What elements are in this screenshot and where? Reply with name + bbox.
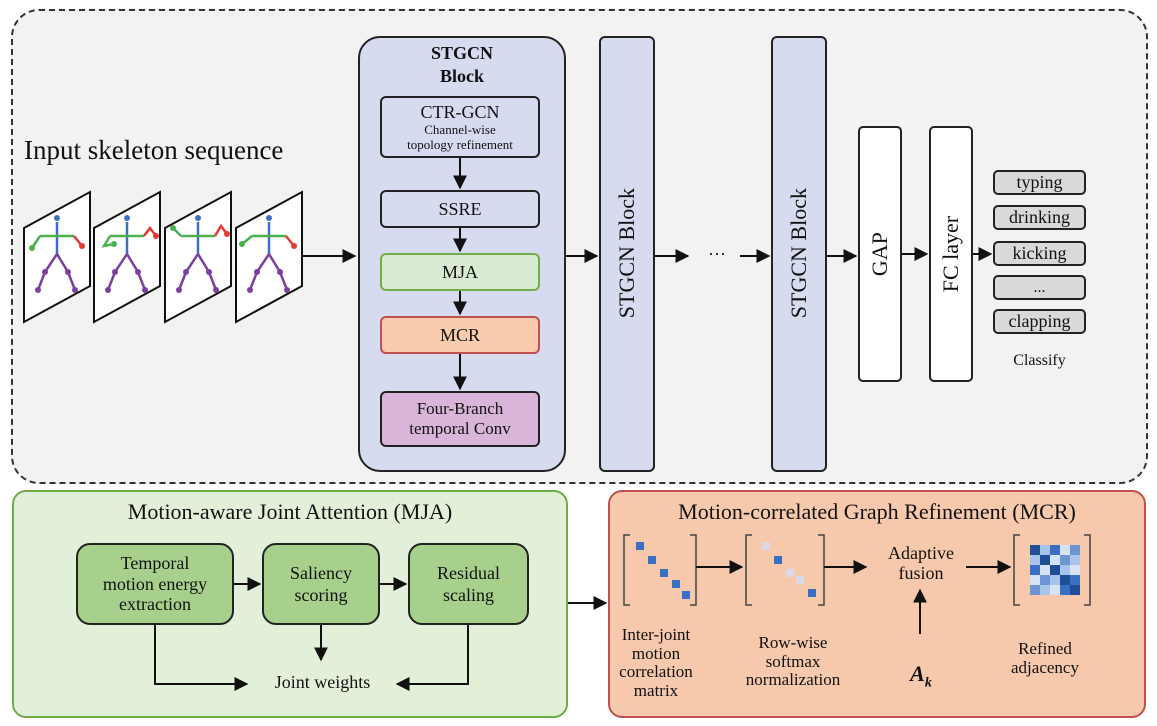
temporal-conv-box: Four-Branch temporal Conv xyxy=(380,391,540,447)
skeleton-frames xyxy=(23,190,303,324)
saliency-box: Saliency scoring xyxy=(262,543,380,625)
temporal-conv-label: Four-Branch temporal Conv xyxy=(409,399,511,438)
top-arrows xyxy=(302,158,993,391)
class-typing: typing xyxy=(993,170,1086,195)
skeleton-frame-4 xyxy=(235,190,303,324)
fc-block xyxy=(929,126,973,382)
residual-box: Residual scaling xyxy=(408,543,529,625)
gap-block xyxy=(858,126,902,382)
class-kicking-label: kicking xyxy=(1012,243,1067,263)
correlation-matrix-caption: Inter-joint motion correlation matrix xyxy=(619,625,693,701)
adaptive-fusion-label: Adaptive fusion xyxy=(888,543,954,583)
correlation-matrix xyxy=(623,534,697,606)
mcr-box-label: MCR xyxy=(439,324,481,345)
motion-energy-label: Temporal motion energy extraction xyxy=(102,552,208,615)
residual-label: Residual scaling xyxy=(437,562,500,606)
ctr-gcn-sublabel: Channel-wise topology refinement xyxy=(407,122,513,152)
ellipsis: ··· xyxy=(708,244,726,264)
mcr-arrows xyxy=(696,560,1012,634)
class-typing-label: typing xyxy=(1016,172,1063,192)
class-kicking: kicking xyxy=(993,241,1086,266)
motion-energy-box: Temporal motion energy extraction xyxy=(76,543,234,625)
mcr-graphics xyxy=(623,534,1091,634)
skeleton-frame-1 xyxy=(23,190,91,324)
class-drinking: drinking xyxy=(993,205,1086,230)
skeleton-frame-3 xyxy=(164,190,232,324)
class-clapping-label: clapping xyxy=(1008,311,1071,331)
class-clapping: clapping xyxy=(993,309,1086,334)
input-label: Input skeleton sequence xyxy=(24,135,284,165)
classify-label: Classify xyxy=(1013,352,1066,369)
stgcn-block-2 xyxy=(599,36,655,472)
mcr-title: Motion-correlated Graph Refinement (MCR) xyxy=(678,499,1076,524)
saliency-label: Saliency scoring xyxy=(290,562,352,606)
class-ellipsis-label: ... xyxy=(1033,278,1046,296)
ctr-gcn-box: CTR-GCN Channel-wise topology refinement xyxy=(380,96,540,158)
mcr-box: MCR xyxy=(380,316,540,354)
skeleton-frame-2 xyxy=(93,190,161,324)
mcr-panel xyxy=(608,490,1146,718)
mja-box: MJA xyxy=(380,253,540,291)
mja-title: Motion-aware Joint Attention (MJA) xyxy=(127,499,453,524)
ctr-gcn-label: CTR-GCN xyxy=(420,102,500,123)
ssre-box: SSRE xyxy=(380,190,540,228)
stgcn-block-3 xyxy=(771,36,827,472)
softmax-matrix xyxy=(745,534,825,606)
class-ellipsis: ... xyxy=(993,275,1086,300)
refined-adjacency-matrix xyxy=(1013,534,1091,606)
joint-weights-label: Joint weights xyxy=(274,672,371,692)
stgcn-block-title: STGCN Block xyxy=(430,43,493,87)
mja-box-label: MJA xyxy=(441,261,478,282)
mja-arrows xyxy=(154,577,608,691)
refined-adjacency-caption: Refined adjacency xyxy=(1011,639,1079,677)
ssre-label: SSRE xyxy=(438,198,482,219)
class-drinking-label: drinking xyxy=(1009,207,1070,227)
ak-symbol: Ak xyxy=(910,661,932,691)
softmax-caption: Row-wise softmax normalization xyxy=(745,633,841,690)
